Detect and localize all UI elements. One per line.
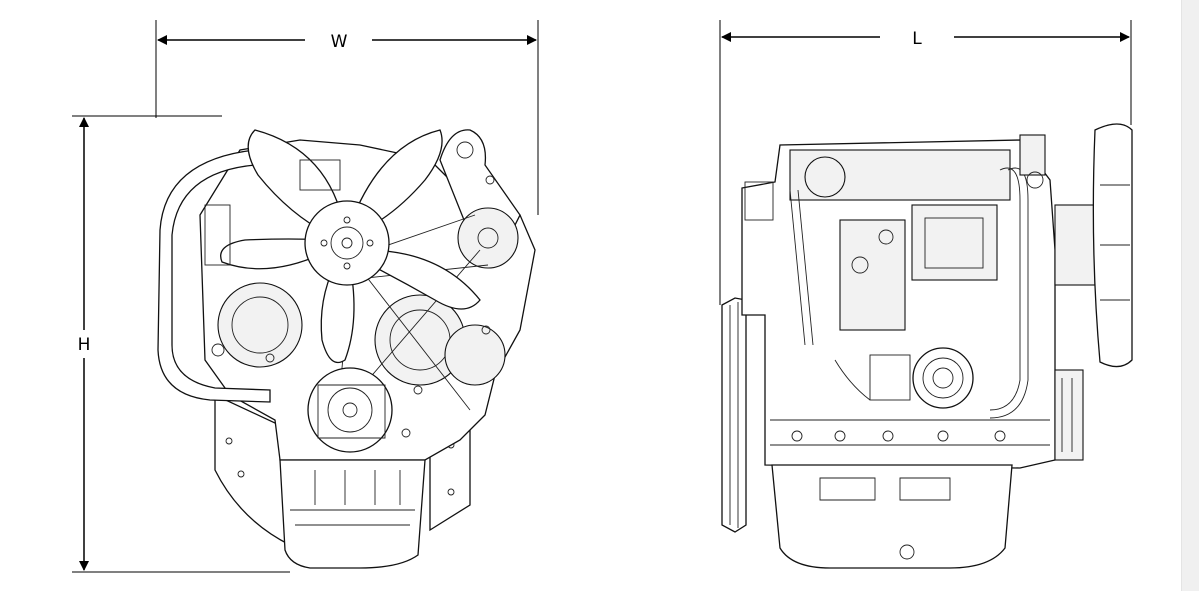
bolt [791, 430, 803, 442]
bolt [481, 325, 491, 335]
width-label: W [331, 32, 348, 52]
oil-pan-front [279, 459, 426, 569]
fuel-fitting [878, 229, 894, 245]
idler-housing [444, 324, 506, 386]
bolt [882, 430, 894, 442]
alternator-pulley [477, 227, 499, 249]
oil-filler-cap [804, 156, 846, 198]
bolt [265, 353, 275, 363]
bolt [413, 385, 423, 395]
oil-filter-inner [922, 357, 964, 399]
fan-hub-bolt [343, 262, 351, 270]
hose-detail [834, 359, 871, 401]
width-dimension: W [155, 20, 539, 215]
dipstick-tube [789, 189, 814, 346]
crank-pulley-center [342, 402, 358, 418]
fan-hub-bolt [343, 216, 351, 224]
engine-side-view [721, 123, 1133, 569]
plate-hole [447, 488, 455, 496]
crank-pulley-plate [317, 384, 386, 439]
bolt [937, 430, 949, 442]
injection-pump-cover [924, 217, 984, 269]
plate-hole [237, 470, 245, 478]
bracket-hole [456, 141, 474, 159]
bolt [211, 343, 225, 357]
coolant-hose-outer [989, 167, 1029, 419]
height-label: H [78, 335, 91, 355]
fan-hub-inner [330, 226, 364, 260]
thermostat-housing [1019, 134, 1046, 176]
fan-blade-edges [1100, 184, 1130, 301]
oil-filter-center [932, 367, 954, 389]
thermostat-outlet [1026, 171, 1044, 189]
fan-hub-bolt [320, 239, 328, 247]
bolt [485, 175, 495, 185]
engine-block-front [199, 139, 536, 461]
fan-pulley [1054, 204, 1096, 286]
bracket [744, 181, 774, 221]
fan-blade [220, 238, 331, 270]
bolt [401, 428, 411, 438]
crank-pulley-side [1054, 369, 1084, 461]
oil-filter [912, 347, 974, 409]
fan-blade [320, 264, 355, 364]
timing-cover [217, 282, 303, 368]
fan-blade [247, 129, 346, 236]
fan-hub-bolt [366, 239, 374, 247]
oil-pan-panels [819, 477, 951, 501]
fan-blade [349, 129, 443, 233]
plate-hole [225, 437, 233, 445]
engine-front-view [157, 129, 536, 569]
alternator [457, 207, 519, 269]
length-label: L [912, 29, 922, 49]
crank-pulley-inner [327, 387, 373, 433]
fan-hub-center [341, 237, 353, 249]
oil-pan-ribs [290, 509, 415, 526]
bolt [834, 430, 846, 442]
flywheel-housing [721, 297, 747, 533]
crank-pulley [307, 367, 393, 453]
height-dimension: H [72, 115, 290, 573]
scrollbar[interactable] [1181, 0, 1199, 591]
length-dimension: L [719, 20, 1132, 305]
timing-cover-inner [231, 296, 289, 354]
drain-plug [899, 544, 915, 560]
boss-detail [869, 354, 911, 401]
injector-line [204, 204, 231, 266]
fuel-fitting [851, 256, 869, 274]
fuel-system [839, 219, 906, 331]
crank-pulley-grooves [1061, 378, 1073, 452]
fan-blade [364, 249, 481, 310]
block-ribs [770, 419, 1050, 446]
intake-hose [157, 149, 271, 403]
oil-pan-side [771, 464, 1013, 569]
valve-cover-detail [299, 159, 341, 191]
bolt [994, 430, 1006, 442]
fan-hub [304, 200, 390, 286]
